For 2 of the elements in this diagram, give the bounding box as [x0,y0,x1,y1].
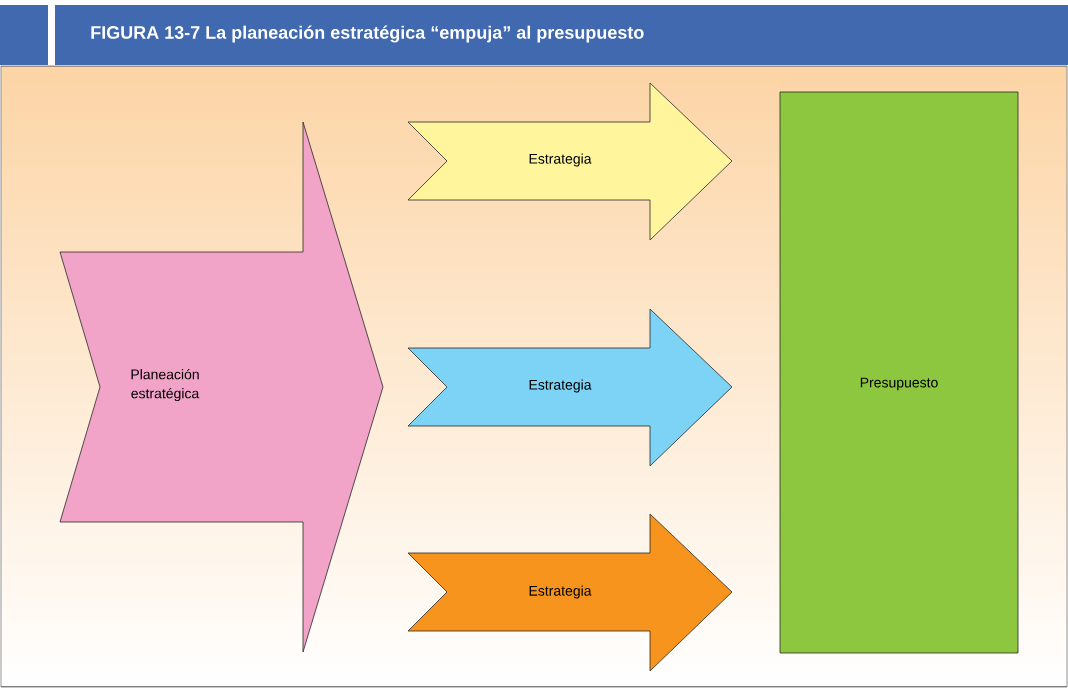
figure-title: FIGURA 13-7 La planeación estratégica “empuja” al presupuesto [91,25,644,43]
rectangle-box: Presupuesto [779,91,1019,654]
